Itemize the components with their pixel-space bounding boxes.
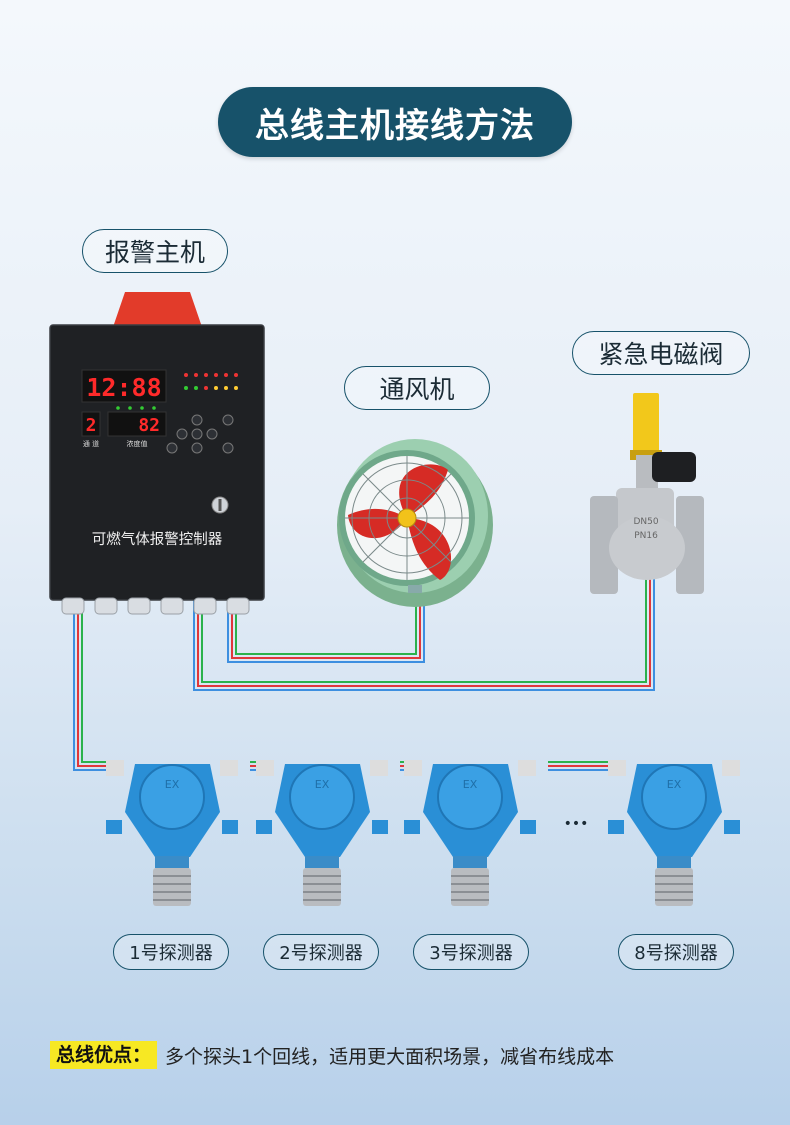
footer-key: 总线优点： [50, 1041, 158, 1069]
channel-caption: 通 道 [83, 439, 99, 448]
valve-marking-2: PN16 [634, 531, 658, 541]
alarm-host: 12:88 2 82 通 道 浓度值 可燃气体报警控制器 [49, 292, 265, 615]
valve-coil [652, 452, 696, 482]
detector-badge: EX [667, 778, 682, 791]
page-title: 总线主机接线方法 [218, 87, 572, 157]
controller-panel-name: 可燃气体报警控制器 [92, 530, 223, 548]
wire-to-fan [227, 592, 425, 663]
detector-badge: EX [463, 778, 478, 791]
host-label: 报警主机 [82, 229, 228, 273]
probe-label-8: 8号探测器 [618, 934, 734, 970]
time-display [81, 369, 167, 403]
footer-text: 多个探头1个回线，适用更大面积场景，减省布线成本 [165, 1045, 615, 1068]
valve-marking-1: DN50 [633, 517, 658, 527]
solenoid-valve: DN50 PN16 [590, 393, 704, 594]
fan-label: 通风机 [344, 366, 490, 410]
gas-detector: EX [404, 760, 536, 906]
concentration-caption: 浓度值 [127, 439, 148, 448]
probe-label-2: 2号探测器 [263, 934, 379, 970]
detector-badge: EX [315, 778, 330, 791]
concentration-display-text: 82 [138, 415, 160, 436]
keypad [166, 414, 234, 454]
detector-badge: EX [165, 778, 180, 791]
gas-detector: EX [256, 760, 388, 906]
siren-light [112, 292, 203, 330]
cable-glands [61, 597, 250, 615]
time-display-text: 12:88 [86, 373, 161, 402]
controller-body [50, 325, 264, 600]
valve-yellow-cap [633, 393, 659, 455]
wire-to-valve [193, 560, 655, 691]
channel-display [81, 411, 101, 437]
valve-label: 紧急电磁阀 [572, 331, 750, 375]
more-detectors-ellipsis: ••• [564, 816, 589, 832]
footer-advantage: 总线优点： 多个探头1个回线，适用更大面积场景，减省布线成本 [0, 1037, 790, 1073]
probe-label-3: 3号探测器 [413, 934, 529, 970]
concentration-display [107, 411, 167, 437]
ventilation-fan [337, 439, 493, 607]
gas-detector: EX [608, 760, 740, 906]
status-leds [116, 373, 238, 410]
probe-label-1: 1号探测器 [113, 934, 229, 970]
gas-detector: EX [106, 760, 238, 906]
channel-display-text: 2 [86, 415, 97, 436]
